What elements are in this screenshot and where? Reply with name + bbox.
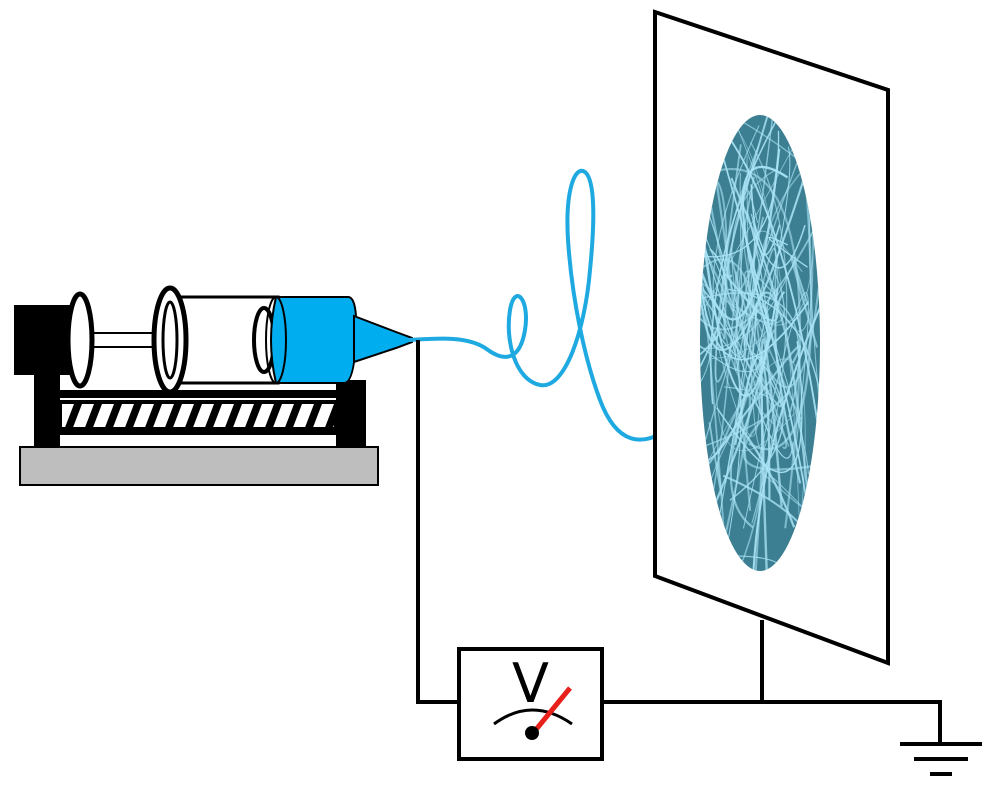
thread-stripe: [204, 404, 222, 430]
nanofiber-strand: [700, 344, 802, 483]
nanofiber-strand: [742, 292, 809, 529]
nanofiber-strand: [700, 256, 797, 349]
pump-base-plate: [19, 446, 379, 486]
syringe-pump: [14, 285, 413, 486]
nanofiber-strand: [742, 390, 814, 471]
nanofiber-strand: [721, 127, 820, 571]
thread-stripe: [324, 404, 342, 430]
nanofiber-strand: [761, 302, 809, 475]
lead-screw-thread: [64, 404, 342, 430]
thread-stripe: [84, 404, 102, 430]
ground-icon: [900, 742, 982, 776]
thread-stripe: [304, 404, 322, 430]
barrel-flange: [151, 285, 189, 395]
nanofiber-strand: [701, 245, 788, 449]
nanofiber-strand: [700, 358, 806, 557]
voltmeter-scale-arc: [493, 708, 573, 726]
nanofiber-strand: [736, 176, 759, 291]
pump-left-post: [34, 368, 60, 447]
nanofiber-strand: [700, 303, 758, 472]
thread-stripe: [244, 404, 262, 430]
nanofiber-strand: [750, 141, 788, 524]
nanofiber-strand: [700, 331, 722, 359]
pump-right-post: [336, 380, 366, 447]
nanofiber-mat: [700, 115, 820, 571]
nanofiber-strand: [734, 355, 771, 500]
thread-stripe: [184, 404, 202, 430]
nanofiber-strand: [750, 184, 781, 256]
thread-stripe: [64, 404, 82, 430]
nanofiber-strand: [700, 165, 809, 352]
thread-stripe: [284, 404, 302, 430]
nanofiber-strand: [710, 115, 788, 404]
voltmeter: V: [457, 647, 604, 761]
voltmeter-pivot: [525, 726, 539, 740]
thread-stripe: [104, 404, 122, 430]
nanofiber-strand: [700, 132, 802, 323]
nanofiber-strand: [717, 393, 751, 566]
nanofiber-strand: [753, 222, 806, 269]
nanofiber-strand: [700, 225, 761, 437]
polymer-solution: [270, 296, 358, 384]
nanofiber-strand: [746, 156, 774, 451]
nanofiber-strand: [700, 248, 727, 395]
wire-meter-to-ground: [602, 700, 942, 744]
nanofiber-strand: [729, 115, 820, 389]
nanofiber-strand: [790, 255, 819, 348]
thread-stripe: [124, 404, 142, 430]
nanofiber-strand: [700, 271, 738, 555]
nanofiber-strand: [735, 421, 796, 528]
syringe-nozzle: [353, 314, 413, 364]
nanofiber-strand: [700, 203, 810, 361]
thread-stripe: [164, 404, 182, 430]
voltmeter-box: [457, 647, 604, 761]
voltmeter-symbol: V: [512, 652, 549, 715]
nanofiber-strand: [723, 177, 779, 322]
nanofiber-strand: [808, 204, 820, 427]
polymer-jet: [408, 168, 682, 442]
thread-stripe: [224, 404, 242, 430]
thread-stripe: [144, 404, 162, 430]
nanofiber-strand: [739, 172, 756, 317]
voltmeter-needle: [532, 686, 572, 734]
wire-needle-to-meter: [416, 340, 459, 704]
nanofiber-strand: [700, 266, 785, 324]
nanofiber-strand: [701, 115, 800, 526]
thread-stripe: [264, 404, 282, 430]
nanofiber-strand: [714, 168, 802, 529]
collector-plate: [653, 9, 890, 666]
plunger-thumb-ring: [65, 291, 95, 389]
